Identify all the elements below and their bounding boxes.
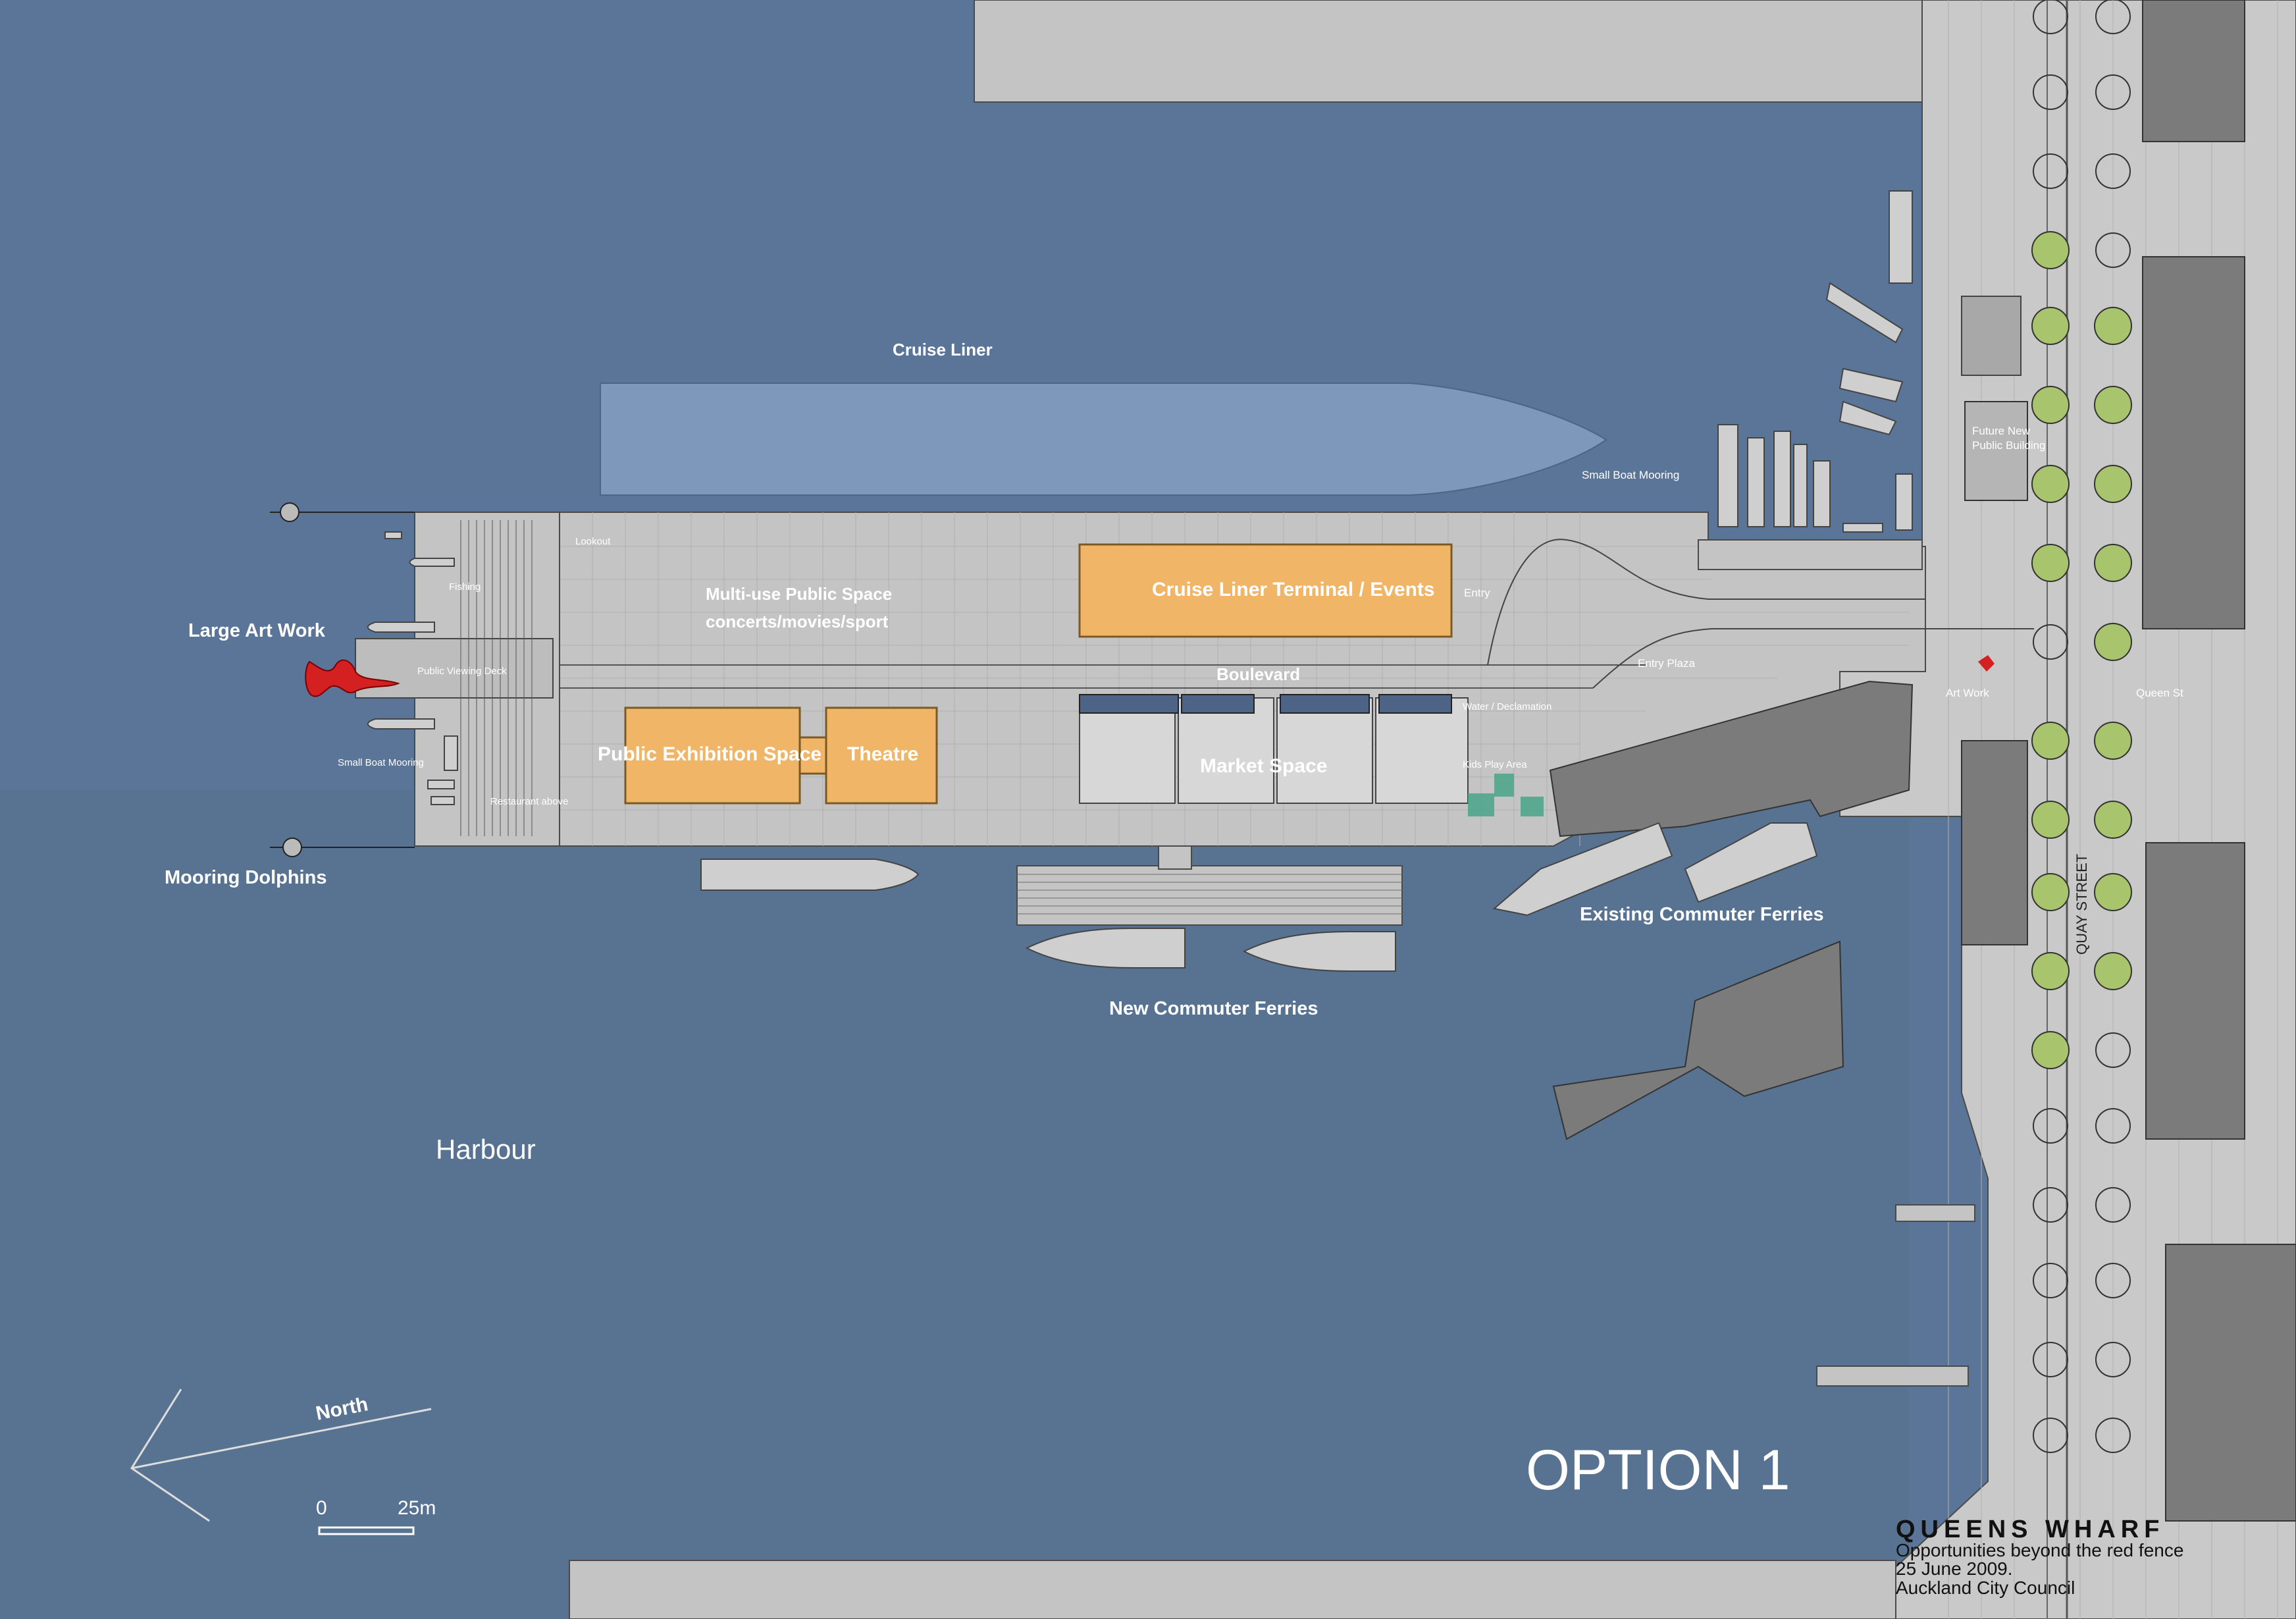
cruise-liner-label: Cruise Liner: [893, 340, 993, 359]
restaurant-above-label: Restaurant above: [490, 796, 568, 807]
art-work-label: Art Work: [1946, 687, 1989, 699]
public-viewing-deck: [355, 638, 554, 699]
existing-wharf-top: [974, 0, 1926, 103]
stairs-west: [460, 520, 533, 836]
multi-use-space-label-1: Multi-use Public Space: [706, 584, 892, 604]
city-block-3: [1961, 740, 2028, 945]
mooring-dolphins-label: Mooring Dolphins: [165, 867, 326, 888]
kids-play-area: [1468, 774, 1544, 816]
future-public-building-label-1: Future New: [1972, 425, 2031, 437]
multi-use-space-label-2: concerts/movies/sport: [706, 612, 889, 631]
quay-street-label: QUAY STREET: [2074, 854, 2090, 955]
title: QUEENS WHARF: [1896, 1516, 2164, 1543]
city-block-2: [2142, 256, 2245, 629]
public-exhibition-space: [624, 706, 801, 805]
small-boat-mooring-top: [1698, 190, 1923, 570]
exhibition-link: [798, 736, 827, 775]
public-viewing-deck-label: Public Viewing Deck: [417, 666, 507, 677]
new-ferries-label: New Commuter Ferries: [1109, 998, 1318, 1019]
existing-ferries-label: Existing Commuter Ferries: [1580, 904, 1824, 925]
market-space-label: Market Space: [1200, 755, 1327, 777]
subtitle: Opportunities beyond the red fence: [1896, 1540, 2183, 1560]
public-exhibition-label: Public Exhibition Space: [598, 743, 822, 765]
large-art-work-label: Large Art Work: [188, 620, 326, 641]
art-work-small: [1978, 655, 1995, 672]
organisation: Auckland City Council: [1896, 1578, 2075, 1598]
existing-ferry-1: [1492, 822, 1673, 916]
cruise-liner: [600, 383, 1607, 496]
city-block-6: [1961, 296, 2022, 376]
large-art-work: [305, 659, 400, 697]
city-block-4: [2145, 842, 2245, 1140]
scale-start: 0: [316, 1497, 327, 1519]
entry-plaza-label: Entry Plaza: [1638, 657, 1695, 670]
fishing-label: Fishing: [449, 581, 481, 593]
date: 25 June 2009.: [1896, 1558, 2013, 1579]
pontoon-gangway: [1158, 845, 1192, 870]
street-trees: [2031, 0, 2132, 1453]
harbour-water-shade: [0, 790, 1909, 1619]
theatre-label: Theatre: [847, 743, 918, 765]
ferry-building-lower: [1552, 940, 1844, 1140]
boulevard-label: Boulevard: [1216, 664, 1300, 684]
new-ferry-pontoon: [1016, 865, 1403, 926]
small-boats-west: [367, 531, 458, 805]
water-declamation-label: Water / Declamation: [1463, 701, 1552, 712]
cruise-terminal-label: Cruise Liner Terminal / Events: [1152, 579, 1435, 600]
option-label: OPTION 1: [1526, 1439, 1790, 1502]
small-vessel-south: [700, 859, 920, 891]
harbour-label: Harbour: [436, 1134, 536, 1165]
mooring-dolphins: [270, 502, 415, 857]
entry-label: Entry: [1464, 587, 1490, 599]
lookout-label: Lookout: [575, 536, 611, 547]
small-boat-mooring-top-label: Small Boat Mooring: [1582, 469, 1679, 481]
existing-ferry-building: [1549, 680, 1914, 837]
kids-play-area-label: Kids Play Area: [1463, 759, 1527, 770]
title-block: QUEENS WHARF Opportunities beyond the re…: [1896, 1516, 2183, 1598]
bottom-wharf: [569, 1560, 1896, 1619]
pier-2: [1816, 1366, 1969, 1387]
queen-st-label: Queen St: [2136, 687, 2183, 699]
market-space: [1079, 694, 1469, 804]
future-public-building: [1964, 401, 2028, 501]
cruise-liner-terminal: [1078, 543, 1453, 638]
existing-ferry-2: [1684, 822, 1818, 903]
small-boat-mooring-left-label: Small Boat Mooring: [338, 757, 424, 768]
pier-1: [1895, 1204, 1975, 1222]
future-public-building-label-2: Public Building: [1972, 439, 2046, 452]
entry-plaza-curve: [1592, 628, 2034, 689]
entry-curve: [1487, 539, 1925, 666]
scale-end: 25m: [398, 1497, 436, 1519]
scale-bar: 0 25m: [316, 1497, 436, 1535]
new-ferry-2: [1242, 931, 1396, 972]
city-block-5: [2165, 1244, 2296, 1522]
new-ferry-1: [1025, 928, 1186, 969]
pontoon-stripes: [1017, 874, 1402, 915]
city-block-1: [2142, 0, 2245, 142]
theatre: [825, 706, 938, 805]
